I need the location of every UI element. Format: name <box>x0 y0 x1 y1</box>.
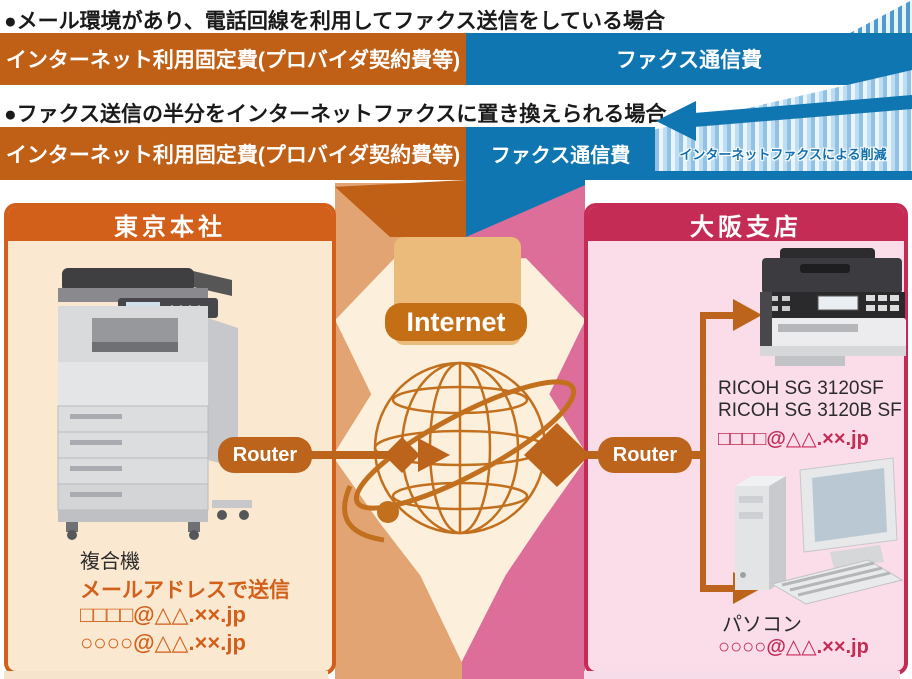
osaka-pc-label: パソコン <box>722 614 802 636</box>
tokyo-address-2: ○○○○@△△.××.jp <box>80 630 246 655</box>
case2-headline: ●ファクス送信の半分をインターネットファクスに置き換えられる場合 <box>4 103 667 126</box>
tokyo-device-label: 複合機 <box>80 551 140 573</box>
tokyo-office-title: 東京本社 <box>8 207 332 241</box>
internet-label: Internet <box>406 306 506 337</box>
router-left-label: Router <box>232 443 298 466</box>
osaka-pc-address: ○○○○@△△.××.jp <box>718 636 869 658</box>
router-right-label: Router <box>612 443 678 466</box>
tokyo-address-1: □□□□@△△.××.jp <box>80 602 246 627</box>
case2-fixed-cost-bar: インターネット利用固定費(プロバイダ契約費等) <box>0 127 466 180</box>
case1-fax-cost-label: ファクス通信費 <box>615 49 763 72</box>
osaka-branch-title: 大阪支店 <box>588 207 904 241</box>
router-left-pill: Router <box>218 437 312 473</box>
osaka-printer-address: □□□□@△△.××.jp <box>718 428 869 450</box>
osaka-printer-model-1: RICOH SG 3120SF <box>718 378 884 399</box>
top-right-stripe-wedge <box>850 0 912 33</box>
saving-reduction-arrow <box>656 95 912 141</box>
internet-pill: Internet <box>385 303 527 341</box>
osaka-box-underglow <box>584 671 900 679</box>
router-right-pill: Router <box>598 437 692 473</box>
tokyo-send-method: メールアドレスで送信 <box>80 579 290 602</box>
osaka-printer-model-2: RICOH SG 3120B SF <box>718 400 902 421</box>
case1-headline: ●メール環境があり、電話回線を利用してファクス送信をしている場合 <box>4 10 665 33</box>
case1-fax-cost-bar: ファクス通信費 <box>466 33 912 85</box>
case1-fixed-cost-label: インターネット利用固定費(プロバイダ契約費等) <box>5 49 461 72</box>
case2-fax-cost-label: ファクス通信費 <box>490 145 631 167</box>
case1-fixed-cost-bar: インターネット利用固定費(プロバイダ契約費等) <box>0 33 466 85</box>
case2-saving-label: インターネットファクスによる削減 <box>679 147 887 162</box>
case2-saving-baseline <box>655 171 912 180</box>
case2-fixed-cost-label: インターネット利用固定費(プロバイダ契約費等) <box>5 143 461 167</box>
tokyo-box-underglow <box>4 671 328 679</box>
case2-fax-cost-bar: ファクス通信費 <box>466 127 655 180</box>
